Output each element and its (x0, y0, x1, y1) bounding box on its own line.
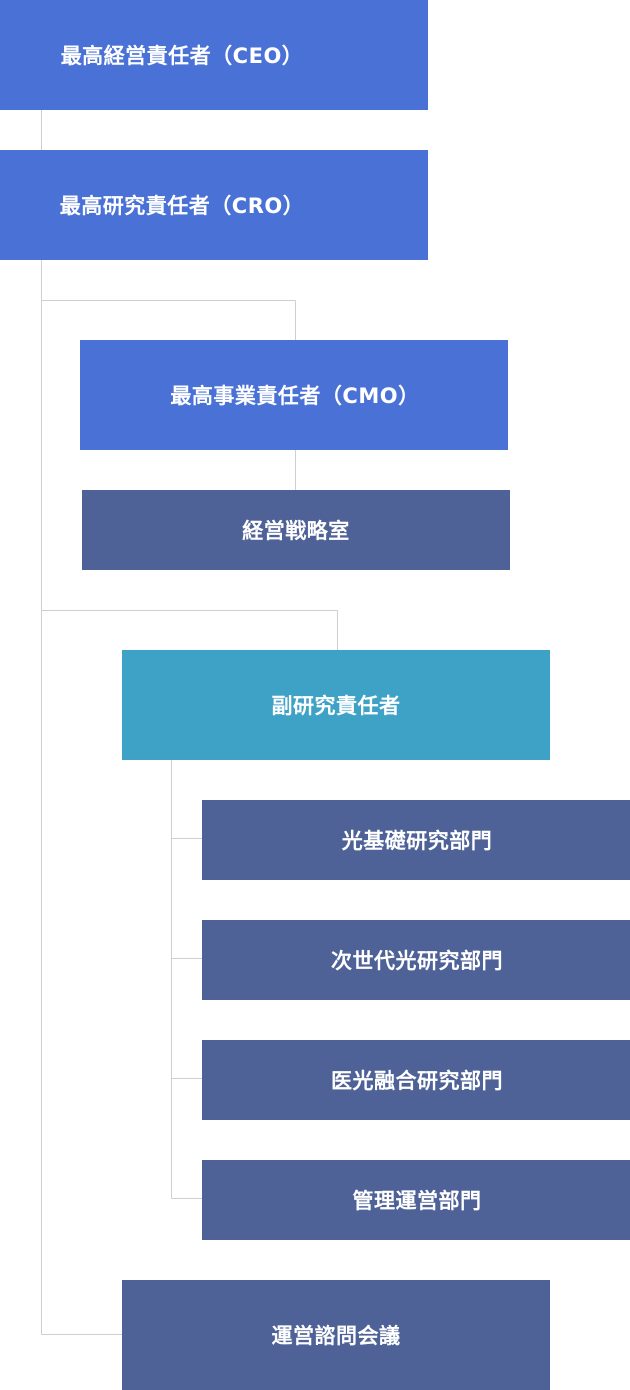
cro-label: 最高研究責任者（CRO） (59, 194, 305, 218)
cmo-label: 最高事業責任者（CMO） (170, 384, 420, 408)
division-box: 医光融合研究部門 (202, 1040, 630, 1120)
vice-research-label: 副研究責任者 (271, 694, 401, 718)
ceo-box: 最高経営責任者（CEO） (0, 0, 428, 110)
division-label: 管理運営部門 (352, 1189, 482, 1213)
division-label: 光基礎研究部門 (341, 829, 493, 853)
cmo-box: 最高事業責任者（CMO） (80, 340, 508, 450)
strategy-office-label: 経営戦略室 (242, 519, 350, 543)
division-label: 次世代光研究部門 (331, 949, 503, 973)
vice-research-box: 副研究責任者 (122, 650, 550, 760)
advisory-council-box: 運営諮問会議 (122, 1280, 550, 1390)
division-box: 次世代光研究部門 (202, 920, 630, 1000)
cro-box: 最高研究責任者（CRO） (0, 150, 428, 260)
division-box: 管理運営部門 (202, 1160, 630, 1240)
advisory-council-label: 運営諮問会議 (271, 1324, 401, 1348)
division-box: 光基礎研究部門 (202, 800, 630, 880)
division-label: 医光融合研究部門 (331, 1069, 503, 1093)
ceo-label: 最高経営責任者（CEO） (60, 44, 304, 68)
strategy-office-box: 経営戦略室 (82, 490, 510, 570)
